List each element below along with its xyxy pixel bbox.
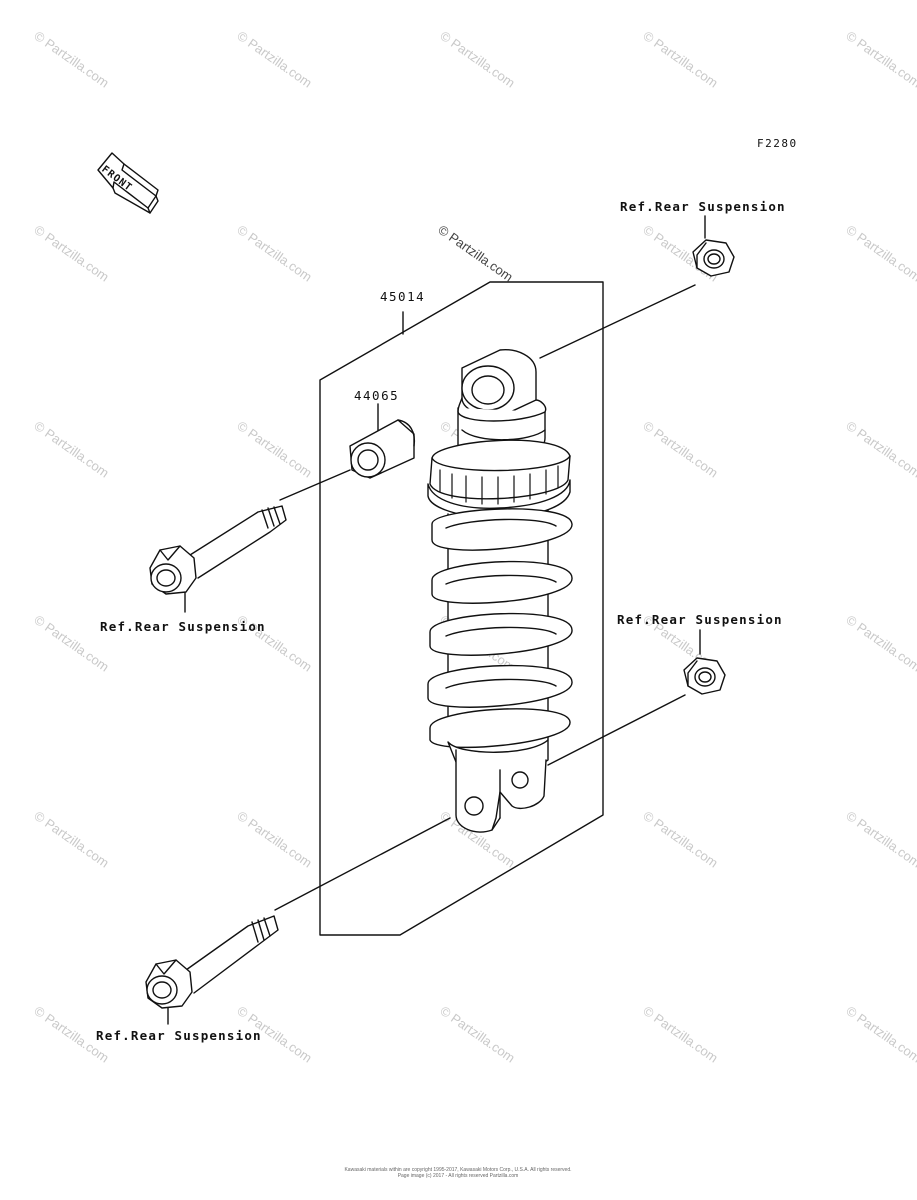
bolt-lower-left xyxy=(145,915,279,1009)
part-number-45014[interactable]: 45014 xyxy=(380,289,426,304)
nut-top-right xyxy=(692,239,735,277)
assembly-bracket xyxy=(319,281,604,936)
footer-line-1: Kawasaki materials within are copyright … xyxy=(344,1167,572,1173)
footer-line-2: Page image (c) 2017 - All rights reserve… xyxy=(397,1173,519,1179)
reference-label-lower-left[interactable]: Ref.Rear Suspension xyxy=(96,1028,262,1043)
reference-label-middle-right[interactable]: Ref.Rear Suspension xyxy=(617,612,783,627)
part-number-44065[interactable]: 44065 xyxy=(354,388,400,403)
collar-44065 xyxy=(349,419,416,479)
leader-lines xyxy=(167,215,706,1025)
reference-label-top-right[interactable]: Ref.Rear Suspension xyxy=(620,199,786,214)
shock-absorber-45014 xyxy=(427,349,573,833)
nut-middle-right xyxy=(683,657,726,695)
reference-label-upper-left[interactable]: Ref.Rear Suspension xyxy=(100,619,266,634)
figure-code: F2280 xyxy=(757,137,798,150)
bolt-upper-left xyxy=(149,505,287,595)
front-arrow-icon xyxy=(97,152,159,214)
copyright-footer: Kawasaki materials within are copyright … xyxy=(308,1167,608,1179)
